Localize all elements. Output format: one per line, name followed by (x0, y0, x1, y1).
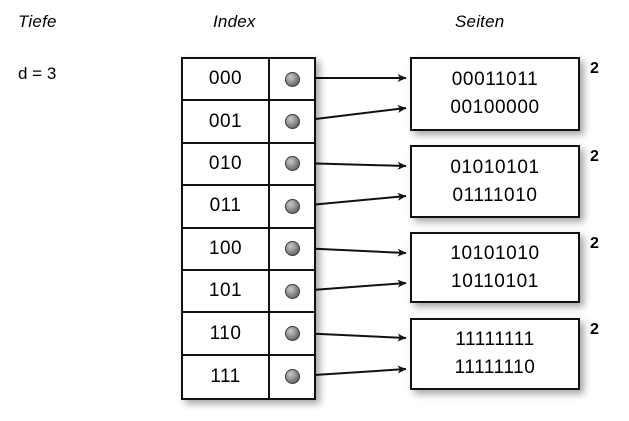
pointer-dot-icon (284, 156, 300, 172)
index-key: 010 (183, 143, 270, 185)
pointer-dot-icon (284, 241, 300, 257)
index-pointer-cell[interactable] (270, 101, 314, 141)
page-line: 01111010 (452, 184, 538, 206)
pointer-dot-icon (284, 326, 300, 342)
column-header-pages: Seiten (455, 12, 505, 31)
index-table[interactable]: 000 001 010 011 100 101 110 111 (181, 57, 316, 400)
pointer-dot-icon (284, 369, 300, 385)
page-line: 01010101 (450, 156, 540, 178)
page-local-depth: 2 (590, 235, 599, 252)
table-row[interactable]: 011 (183, 186, 314, 229)
pointer-dot-icon (284, 198, 300, 214)
page-box[interactable]: 11111111 11111110 (410, 318, 580, 390)
index-pointer-cell[interactable] (270, 229, 314, 269)
page-line: 11111111 (455, 329, 535, 351)
page-local-depth: 2 (590, 321, 599, 338)
page-line: 11111110 (454, 357, 536, 378)
index-key: 111 (183, 355, 270, 399)
table-row[interactable]: 110 (183, 313, 314, 356)
table-row[interactable]: 101 (183, 270, 314, 314)
index-pointer-cell[interactable] (270, 356, 314, 398)
page-line: 00011011 (451, 69, 539, 91)
page-line: 10110101 (451, 270, 539, 292)
pointer-dot-icon (284, 114, 300, 130)
index-key: 100 (183, 228, 270, 269)
pointer-dot-icon (284, 71, 300, 87)
page-box[interactable]: 10101010 10110101 (410, 232, 580, 303)
arrow-row-100 (298, 247, 407, 257)
index-pointer-cell[interactable] (270, 59, 314, 99)
index-pointer-cell[interactable] (270, 186, 314, 226)
page-box[interactable]: 01010101 01111010 (410, 145, 580, 218)
index-pointer-cell[interactable] (270, 144, 314, 184)
table-row[interactable]: 001 (183, 101, 314, 144)
arrow-row-010 (298, 161, 407, 170)
page-line: 00100000 (450, 97, 540, 118)
index-pointer-cell[interactable] (270, 271, 314, 311)
index-key: 000 (183, 59, 270, 100)
arrow-row-001 (298, 105, 407, 122)
table-row[interactable]: 100 (183, 228, 314, 271)
arrow-row-110 (298, 332, 407, 342)
table-row[interactable]: 111 (183, 355, 314, 399)
page-line: 10101010 (450, 242, 540, 264)
page-box[interactable]: 00011011 00100000 (410, 57, 580, 131)
arrow-row-111 (298, 365, 407, 377)
index-key: 110 (183, 313, 270, 354)
page-local-depth: 2 (590, 148, 599, 165)
index-key: 101 (183, 270, 270, 312)
index-pointer-cell[interactable] (270, 313, 314, 353)
page-local-depth: 2 (590, 60, 599, 77)
table-row[interactable]: 000 (183, 59, 314, 102)
index-key: 001 (183, 101, 270, 142)
pointer-dot-icon (284, 283, 300, 299)
depth-label: d = 3 (18, 64, 57, 83)
index-key: 011 (183, 186, 270, 227)
arrow-row-101 (298, 279, 407, 292)
table-row[interactable]: 010 (183, 143, 314, 187)
column-header-index: Index (213, 12, 256, 31)
column-header-depth: Tiefe (18, 12, 57, 31)
arrow-row-011 (298, 192, 407, 207)
